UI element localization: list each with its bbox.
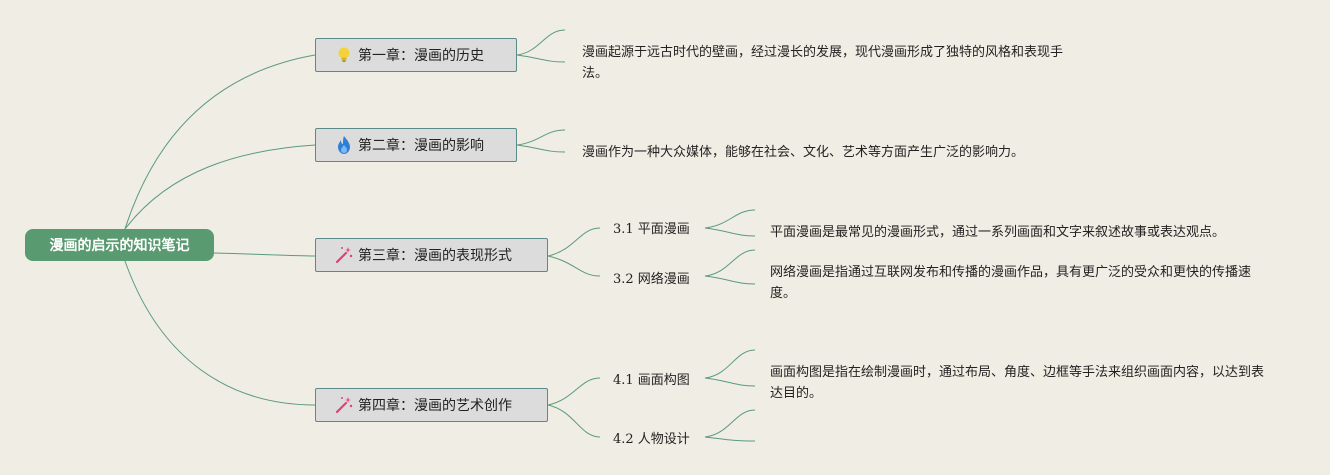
subtopic-3-2[interactable]: 3.2 网络漫画 [613,272,690,287]
connector-ch1-desc-b [516,54,566,63]
subtopic-3-1-description: 平面漫画是最常见的漫画形式，通过一系列画面和文字来叙述故事或表达观点。 [770,225,1226,240]
chapter-node-2[interactable]: 第二章：漫画的影响 [315,128,517,162]
chapter-1-description: 漫画起源于远古时代的壁画，经过漫长的发展，现代漫画形成了独特的风格和表现手法。 [582,45,1064,81]
subtopic-4-2[interactable]: 4.2 人物设计 [613,432,690,447]
connector-root-ch3 [213,252,316,257]
chapter-label-3: 第三章：漫画的表现形式 [358,248,512,264]
connector-ch4-sub2 [547,404,601,438]
subtopic-4-1-description: 画面构图是指在绘制漫画时，通过布局、角度、边框等手法来组织画面内容，以达到表达目… [770,365,1265,401]
connector-sub31-desc-b [704,227,756,237]
chapter-node-4[interactable]: 第四章：漫画的艺术创作 [315,388,548,422]
connector-ch1-desc [516,29,566,56]
connector-root-ch1 [124,54,316,230]
connector-sub31-desc [704,209,756,229]
chapter-label-2: 第二章：漫画的影响 [358,138,484,154]
magic-wand-icon [334,245,354,265]
chapter-label-4: 第四章：漫画的艺术创作 [358,398,512,414]
root-label: 漫画的启示的知识笔记 [49,238,190,254]
connector-ch3-sub2 [547,255,601,277]
subtopic-3-2-description: 网络漫画是指通过互联网发布和传播的漫画作品，具有更广泛的受众和更快的传播速度。 [770,265,1252,301]
chapter-label-1: 第一章：漫画的历史 [358,48,484,64]
connector-sub32-desc-b [704,275,756,285]
connector-ch2-desc-b [516,144,566,153]
connector-root-ch4 [124,260,316,406]
magic-wand-icon [334,395,354,415]
connector-ch2-desc [516,129,566,146]
chapter-2-description: 漫画作为一种大众媒体，能够在社会、文化、艺术等方面产生广泛的影响力。 [582,145,1025,160]
connector-ch4-sub1 [547,377,601,406]
connector-ch3-sub1 [547,227,601,257]
connector-sub41-desc [704,349,756,379]
subtopic-3-1[interactable]: 3.1 平面漫画 [613,222,690,237]
connector-sub41-desc-b [704,377,756,387]
connector-sub42-desc [704,409,756,438]
flame-icon [334,135,354,155]
root-node[interactable]: 漫画的启示的知识笔记 [25,229,214,261]
connector-sub32-desc [704,249,756,277]
chapter-node-1[interactable]: 第一章：漫画的历史 [315,38,517,72]
connector-root-ch2 [124,144,316,230]
chapter-node-3[interactable]: 第三章：漫画的表现形式 [315,238,548,272]
subtopic-4-1[interactable]: 4.1 画面构图 [613,373,690,388]
lightbulb-icon [334,45,354,65]
connector-sub42-desc-b [704,436,756,442]
